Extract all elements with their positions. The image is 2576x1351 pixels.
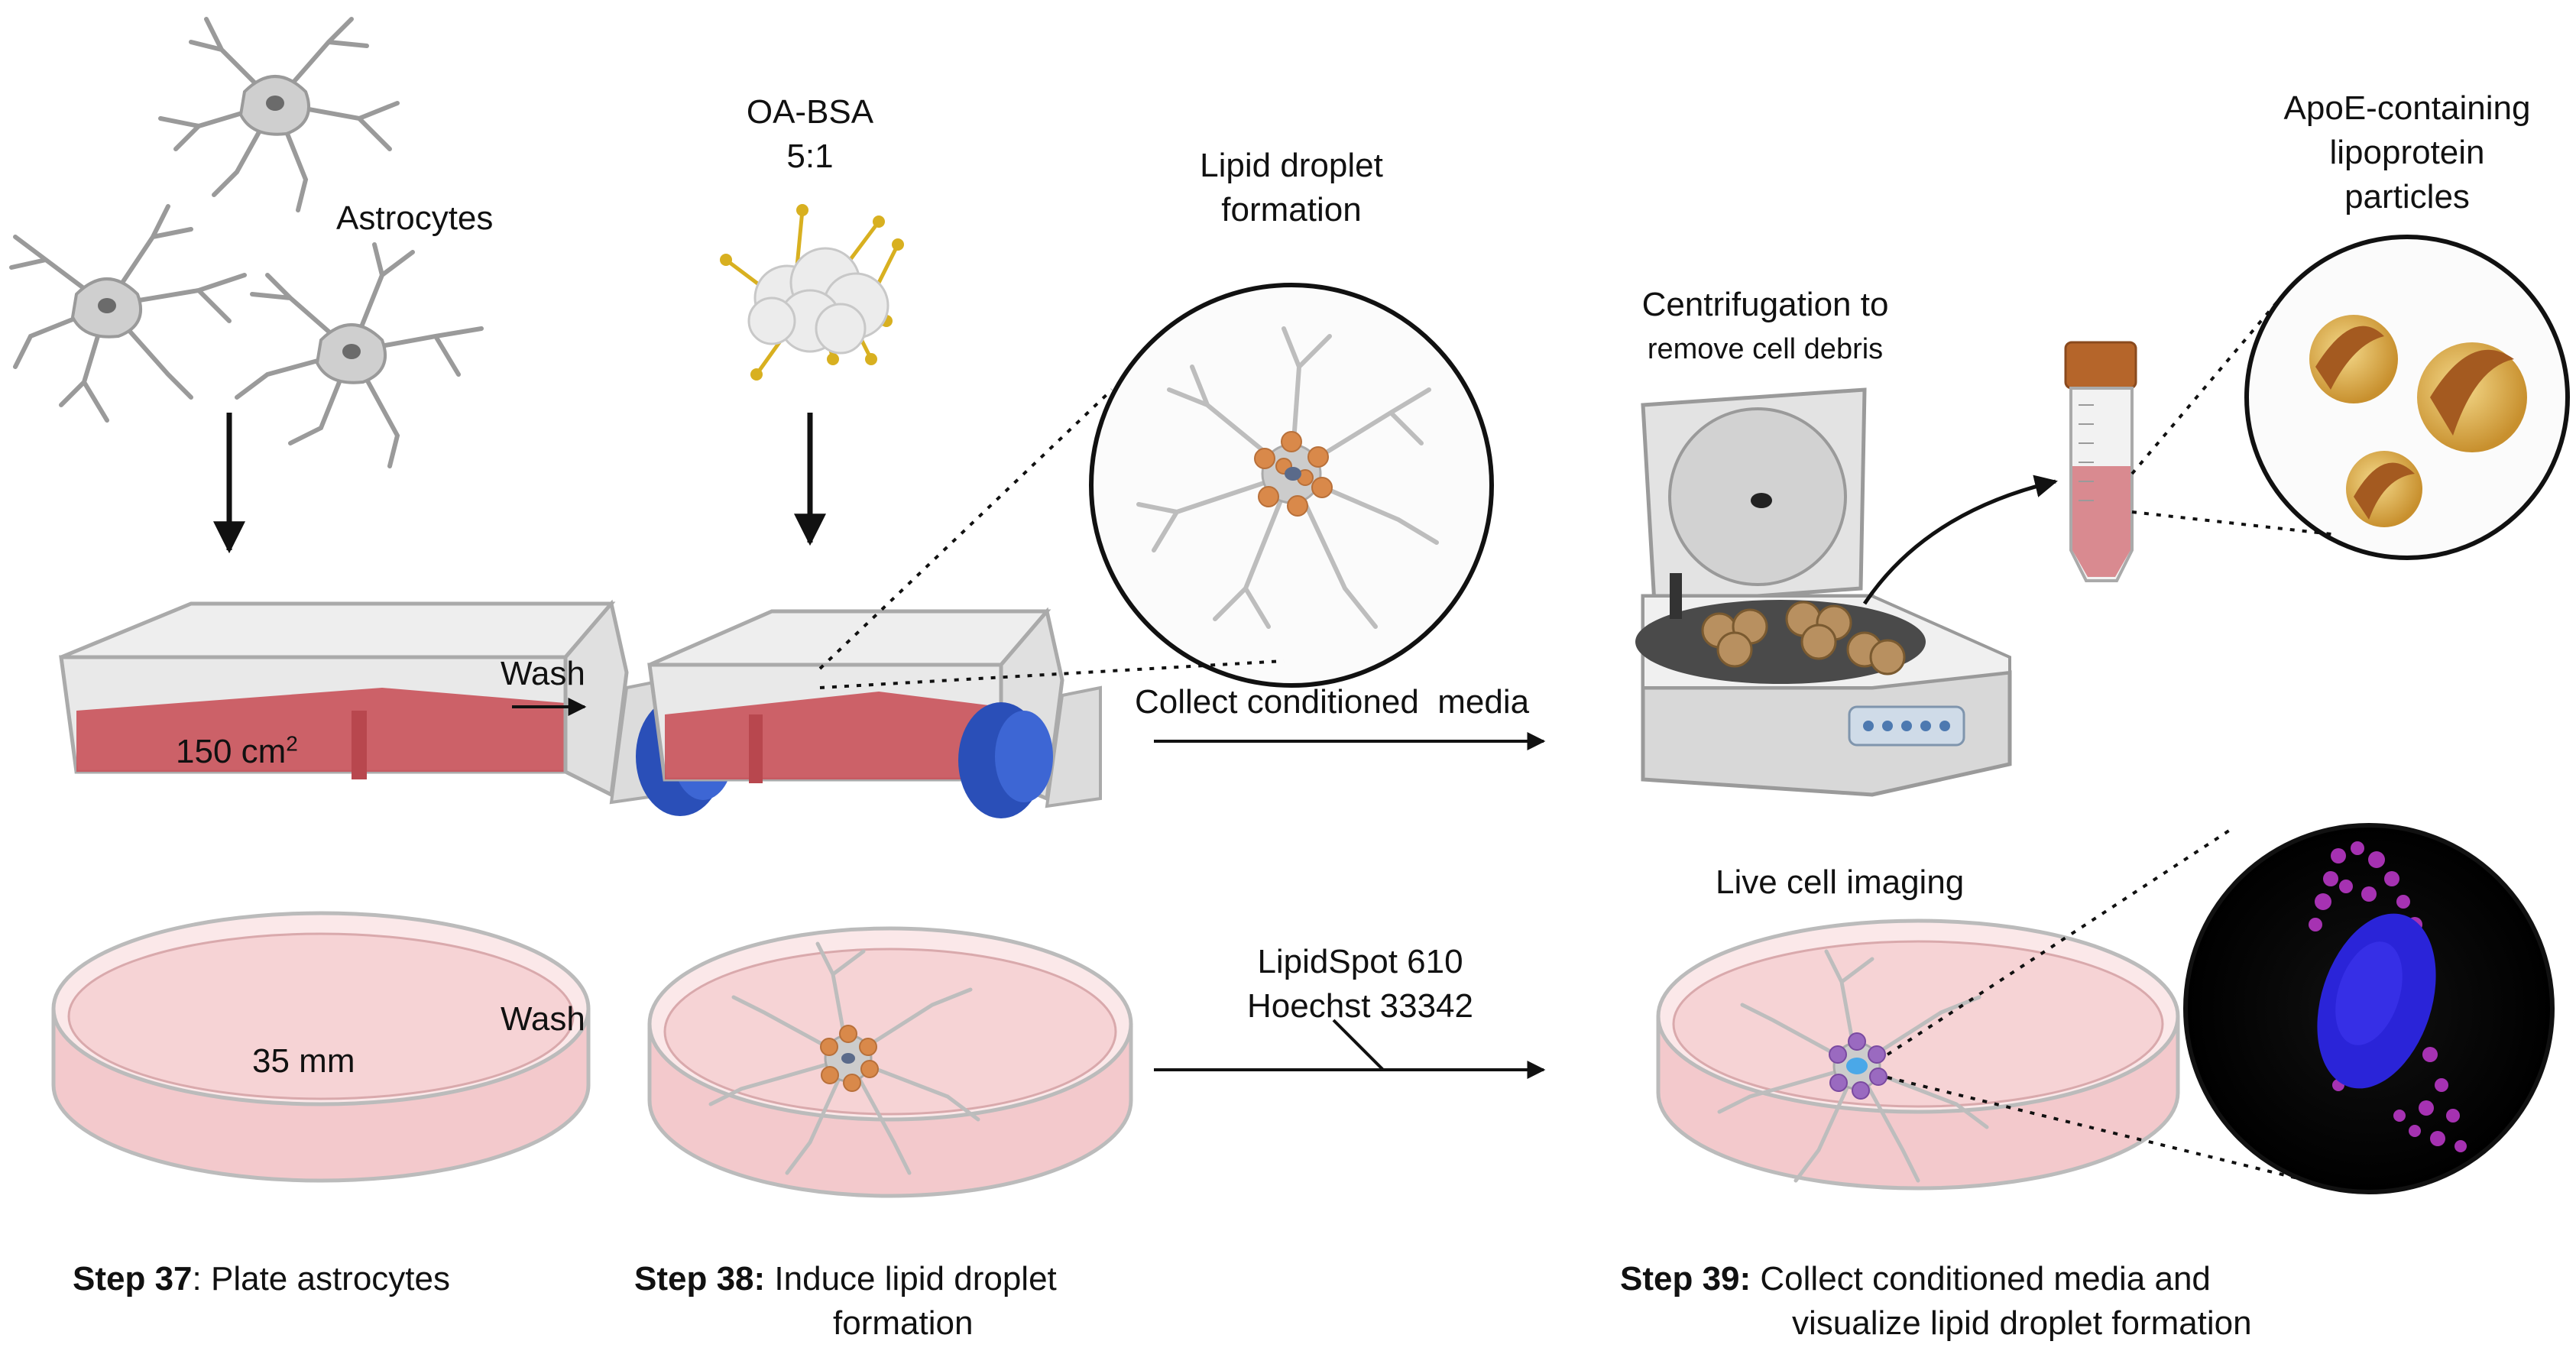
astrocyte-cell-left [9, 204, 247, 423]
flask-area-sup: 2 [286, 731, 298, 756]
lipid-droplet-label: Lipid droplet formation [1169, 144, 1414, 232]
flask-area-label: 150 cm2 [176, 730, 298, 774]
astrocyte-in-dish [708, 941, 980, 1175]
astrocytes-label: Astrocytes [336, 199, 494, 237]
oa-bsa-line2: 5:1 [786, 138, 834, 175]
apoe-label: ApoE-containing lipoprotein particles [2247, 86, 2568, 219]
apoe-line1: ApoE-containing [2283, 89, 2531, 127]
step-37-number: Step 37 [73, 1260, 193, 1298]
flask-treated [647, 607, 1102, 818]
petri-dish-imaging [1656, 918, 2180, 1191]
step-38-sep [765, 1260, 774, 1298]
lipoprotein-zoom-circle [2244, 235, 2570, 560]
wash-label-top: Wash [501, 655, 585, 692]
step-38-number: Step 38: [634, 1260, 766, 1298]
stained-astrocyte [1717, 949, 1989, 1183]
petri-dish-treated [647, 926, 1133, 1198]
stain-label: LipidSpot 610 Hoechst 33342 [1223, 940, 1498, 1029]
stain-line2: Hoechst 33342 [1247, 987, 1473, 1025]
centrifugation-line2: remove cell debris [1647, 333, 1884, 365]
collect-media-label: Collect conditioned media [1135, 683, 1530, 721]
centrifugation-line1: Centrifugation to [1641, 286, 1889, 323]
lipid-droplet-line1: Lipid droplet [1200, 147, 1383, 184]
step-39-sep [1751, 1260, 1760, 1298]
dish-size-label: 35 mm [252, 1042, 355, 1080]
step-39-number: Step 39: [1620, 1260, 1751, 1298]
apoe-line3: particles [2344, 178, 2470, 215]
live-imaging-label: Live cell imaging [1716, 863, 1965, 901]
centrifugation-label: Centrifugation to remove cell debris [1620, 283, 1910, 371]
step-37-caption: Step 37: Plate astrocytes [73, 1257, 546, 1301]
oa-bsa-label: OA-BSA 5:1 [734, 90, 886, 179]
step-39-text-line2: visualize lipid droplet formation [1792, 1304, 2252, 1342]
stain-line1: LipidSpot 610 [1257, 943, 1463, 980]
apoe-line2: lipoprotein [2329, 134, 2485, 171]
step-38-text-line2: formation [833, 1304, 974, 1342]
lipid-droplet-line2: formation [1221, 191, 1362, 228]
astrocyte-cell-right [235, 242, 484, 468]
flask-150cm2 [59, 599, 734, 816]
astrocyte-cell-top [158, 17, 400, 212]
step-39-text-line1: Collect conditioned media and [1760, 1260, 2211, 1298]
confocal-cell [2309, 841, 2467, 1152]
step-37-text: Plate astrocytes [210, 1260, 450, 1298]
lipoprotein-particle-3 [2346, 451, 2422, 527]
step-38-caption: Step 38: Induce lipid droplet formation [634, 1257, 1169, 1346]
oa-bsa-complex [720, 204, 904, 381]
wash-label-bottom: Wash [501, 1000, 585, 1038]
lipoprotein-particle-1 [2309, 315, 2398, 403]
step-39-caption: Step 39: Collect conditioned media and v… [1620, 1257, 2461, 1346]
lipoprotein-particle-2 [2417, 342, 2527, 452]
arrow-centrifuge-to-tube [1862, 475, 2058, 605]
flask-area-value: 150 cm [176, 733, 287, 770]
conical-tube [2064, 341, 2137, 582]
step-37-sep: : [192, 1260, 211, 1298]
step-38-text-line1: Induce lipid droplet [774, 1260, 1057, 1298]
astrocyte-with-droplets [1136, 326, 1439, 629]
oa-bsa-line1: OA-BSA [746, 93, 874, 131]
petri-dish-35mm [51, 911, 591, 1183]
centrifuge [1635, 387, 2012, 797]
